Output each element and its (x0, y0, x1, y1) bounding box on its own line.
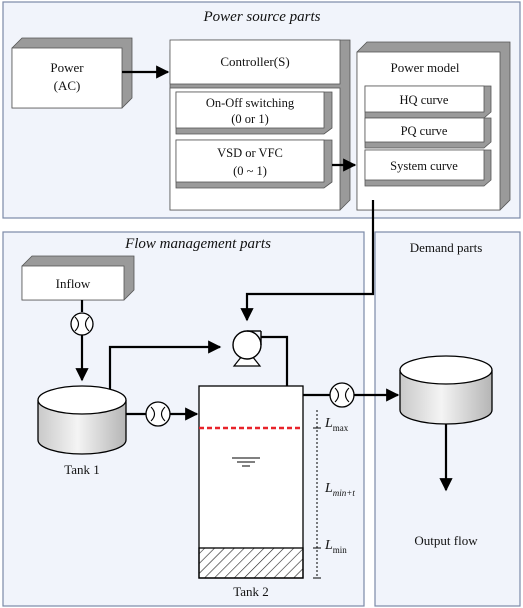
power-model-group: Power model HQ curve PQ curve System cur… (356, 41, 511, 211)
pq-curve-box (364, 117, 485, 143)
tank2-sediment (198, 547, 304, 579)
vsd-sublabel: (0 ~ 1) (233, 164, 267, 178)
power-box: Power (AC) (11, 37, 133, 109)
onoff-sublabel: (0 or 1) (231, 112, 269, 126)
controller-label: Controller(S) (220, 54, 289, 69)
inflow-flowmeter-icon (70, 312, 94, 336)
flow-management-title: Flow management parts (124, 236, 271, 252)
level-min-label: Lmin (324, 538, 347, 555)
controller-box (169, 39, 341, 85)
tank1-icon (37, 385, 127, 455)
power-sublabel: (AC) (54, 78, 81, 93)
power-model-title: Power model (391, 60, 460, 75)
controller-group: Controller(S) On-Off switching (0 or 1) … (169, 39, 351, 211)
power-source-title: Power source parts (203, 9, 321, 25)
vsd-label: VSD or VFC (217, 146, 283, 160)
onoff-label: On-Off switching (206, 96, 295, 110)
demand-tank-icon (399, 355, 493, 425)
hq-curve-label: HQ curve (400, 93, 449, 107)
tank1-label: Tank 1 (64, 462, 100, 477)
tank1-flowmeter-icon (145, 401, 171, 427)
demand-title: Demand parts (410, 240, 483, 255)
tank2-label: Tank 2 (233, 584, 269, 599)
tank1-to-pump-pipe (108, 340, 222, 389)
pump-to-tank2-pipe (261, 335, 294, 407)
hq-curve-box (364, 85, 485, 113)
level-dimensions (313, 410, 321, 579)
water-level-symbol-icon (232, 457, 260, 467)
outflow-flowmeter-icon (329, 382, 355, 408)
inflow-label: Inflow (56, 276, 91, 291)
pump-icon (232, 330, 262, 367)
system-curve-label: System curve (390, 159, 458, 173)
vsd-box (175, 139, 325, 183)
system-curve-box (364, 149, 485, 181)
level-max-label: Lmax (324, 416, 349, 433)
pq-curve-label: PQ curve (401, 124, 448, 138)
power-label: Power (50, 60, 84, 75)
level-mid-label: Lmin+t (324, 481, 355, 498)
onoff-box (175, 91, 325, 129)
tank2-body (198, 385, 304, 579)
inflow-box: Inflow (21, 255, 135, 301)
output-flow-label: Output flow (414, 533, 478, 548)
powermodel-to-pump-link (240, 200, 375, 322)
